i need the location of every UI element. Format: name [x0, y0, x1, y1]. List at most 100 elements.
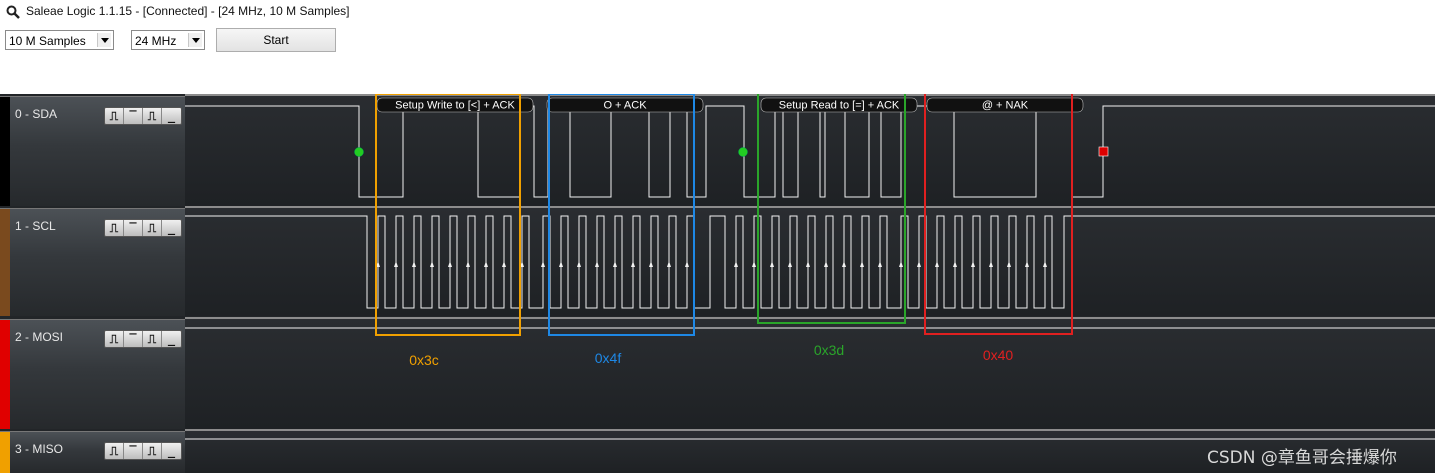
channel-color-stripe	[0, 320, 10, 429]
clock-edge-arrow	[770, 261, 774, 267]
channel-color-stripe	[0, 97, 10, 206]
frame-label: @ + NAK	[982, 100, 1029, 112]
annotation-label-0x40: 0x40	[982, 347, 1014, 363]
clock-edge-arrow	[878, 261, 882, 267]
clock-edge-arrow	[824, 261, 828, 267]
channel-name: 0 - SDA	[15, 107, 58, 121]
clock-edge-arrow	[734, 261, 738, 267]
channel-name: 1 - SCL	[15, 219, 56, 233]
channel-panel: 0 - SDA ⎍ ‾ ⎍ _ 1 - SCL ⎍ ‾ ⎍ _ 2 - MOSI…	[0, 94, 1435, 473]
annotation-box-0x4f	[548, 94, 695, 336]
clock-edge-arrow	[1043, 261, 1047, 267]
annotation-label-0x3c: 0x3c	[409, 352, 439, 368]
rate-select-value: 24 MHz	[135, 34, 177, 48]
channel-name: 2 - MOSI	[15, 330, 64, 344]
high-level-icon[interactable]: ‾	[124, 220, 143, 236]
clock-edge-arrow	[448, 261, 452, 267]
trigger-buttons[interactable]: ⎍ ‾ ⎍ _	[104, 442, 182, 460]
annotation-box-0x40	[924, 94, 1073, 335]
frame-pill	[926, 97, 1084, 113]
clock-edge-arrow	[953, 261, 957, 267]
clock-edge-arrow	[935, 261, 939, 267]
clock-edge-arrow	[631, 261, 635, 267]
miso-row-bg	[185, 431, 1435, 473]
channel-label-sda[interactable]: 0 - SDA ⎍ ‾ ⎍ _	[0, 96, 185, 206]
channel-label-mosi[interactable]: 2 - MOSI ⎍ ‾ ⎍ _	[0, 319, 185, 429]
annotation-box-0x3d	[757, 94, 906, 324]
clock-edge-arrow	[989, 261, 993, 267]
clock-edge-arrow	[860, 261, 864, 267]
clock-edge-arrow	[577, 261, 581, 267]
window-title: Saleae Logic 1.1.15 - [Connected] - [24 …	[26, 4, 350, 18]
clock-edge-arrow	[613, 261, 617, 267]
clock-edge-arrow	[394, 261, 398, 267]
low-level-icon[interactable]: _	[167, 109, 176, 123]
low-level-icon[interactable]: _	[167, 221, 176, 235]
clock-edge-arrow	[412, 261, 416, 267]
decoded-frame-2: O + ACK	[546, 97, 704, 113]
toolbar: 10 M Samples 24 MHz Start	[0, 24, 1435, 94]
annotation-label-0x4f: 0x4f	[594, 350, 622, 366]
clock-edge-arrow	[649, 261, 653, 267]
frame-label: Setup Read to [=] + ACK	[779, 100, 900, 112]
waveform-canvas[interactable]: Setup Write to [<] + ACK O + ACK Setup R…	[185, 94, 1435, 473]
falling-edge-icon[interactable]: ⎍	[143, 331, 162, 347]
start-condition-marker	[738, 147, 748, 157]
clock-edge-arrow	[559, 261, 563, 267]
decoded-frame-1: Setup Write to [<] + ACK	[376, 97, 534, 113]
clock-edge-arrow	[971, 261, 975, 267]
low-level-icon[interactable]: _	[167, 332, 176, 346]
clock-edge-arrow	[667, 261, 671, 267]
rising-edge-icon[interactable]: ⎍	[105, 443, 124, 459]
high-level-icon[interactable]: ‾	[124, 331, 143, 347]
chevron-down-icon[interactable]	[97, 33, 111, 47]
clock-edge-arrow	[430, 261, 434, 267]
falling-edge-icon[interactable]: ⎍	[143, 220, 162, 236]
frame-label: Setup Write to [<] + ACK	[395, 100, 515, 112]
start-button[interactable]: Start	[216, 28, 336, 52]
clock-edge-arrow	[466, 261, 470, 267]
decoded-frame-4: @ + NAK	[926, 97, 1084, 113]
high-level-icon[interactable]: ‾	[124, 108, 143, 124]
clock-edge-arrow	[1007, 261, 1011, 267]
trigger-buttons[interactable]: ⎍ ‾ ⎍ _	[104, 219, 182, 237]
channel-color-stripe	[0, 209, 10, 316]
mosi-row-bg	[185, 319, 1435, 429]
clock-edge-arrow	[1025, 261, 1029, 267]
clock-edge-arrow	[899, 261, 903, 267]
clock-edge-arrow	[842, 261, 846, 267]
clock-edge-arrow	[685, 261, 689, 267]
clock-edge-arrow	[806, 261, 810, 267]
samples-select[interactable]: 10 M Samples	[5, 30, 114, 50]
channel-name: 3 - MISO	[15, 442, 64, 456]
start-condition-marker	[354, 147, 364, 157]
rising-edge-icon[interactable]: ⎍	[105, 220, 124, 236]
annotation-label-0x3d: 0x3d	[813, 342, 845, 358]
channel-label-miso[interactable]: 3 - MISO ⎍ ‾ ⎍ _	[0, 431, 185, 473]
sda-row-bg	[185, 96, 1435, 206]
channel-label-scl[interactable]: 1 - SCL ⎍ ‾ ⎍ _	[0, 208, 185, 316]
frame-label: O + ACK	[603, 100, 647, 112]
scl-clock-arrows	[376, 261, 1047, 267]
channel-color-stripe	[0, 432, 10, 473]
stop-condition-marker	[1098, 146, 1109, 157]
clock-edge-arrow	[788, 261, 792, 267]
low-level-icon[interactable]: _	[167, 444, 176, 458]
frame-pill	[760, 97, 918, 113]
trigger-buttons[interactable]: ⎍ ‾ ⎍ _	[104, 107, 182, 125]
scl-row-bg	[185, 208, 1435, 316]
clock-edge-arrow	[752, 261, 756, 267]
rising-edge-icon[interactable]: ⎍	[105, 331, 124, 347]
falling-edge-icon[interactable]: ⎍	[143, 108, 162, 124]
clock-edge-arrow	[502, 261, 506, 267]
chevron-down-icon[interactable]	[188, 33, 202, 47]
falling-edge-icon[interactable]: ⎍	[143, 443, 162, 459]
trigger-buttons[interactable]: ⎍ ‾ ⎍ _	[104, 330, 182, 348]
waveform-area[interactable]: Setup Write to [<] + ACK O + ACK Setup R…	[185, 94, 1435, 473]
frame-pill	[546, 97, 704, 113]
rate-select[interactable]: 24 MHz	[131, 30, 205, 50]
rising-edge-icon[interactable]: ⎍	[105, 108, 124, 124]
watermark: CSDN @章鱼哥会捶爆你	[1207, 448, 1397, 468]
high-level-icon[interactable]: ‾	[124, 443, 143, 459]
clock-edge-arrow	[917, 261, 921, 267]
